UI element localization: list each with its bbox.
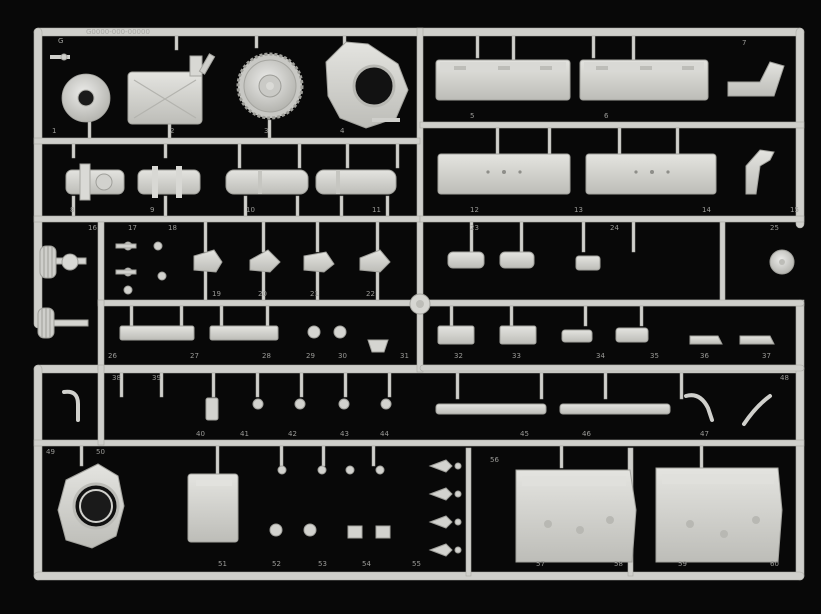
part-number-label: 16 (88, 224, 97, 232)
part-small-bottom-bits (269, 465, 391, 539)
part-cylinder-filter (137, 166, 201, 198)
part-bracket-row (193, 249, 391, 273)
part-tube-long-2 (315, 169, 397, 195)
part-cylinder-pump (65, 163, 125, 201)
sprue-code: G0000-000-00000 (86, 28, 150, 36)
part-number-label: 35 (650, 352, 659, 360)
part-number-label: 40 (196, 430, 205, 438)
part-spring-coil-1 (39, 245, 87, 279)
part-number-label: 43 (340, 430, 349, 438)
part-number-label: 58 (614, 560, 623, 568)
part-number-label: 7 (742, 39, 746, 47)
part-small-cylinders-right (447, 251, 601, 271)
part-transmission-housing-left (515, 469, 637, 563)
part-number-label: 59 (678, 560, 687, 568)
part-number-label: 10 (246, 206, 255, 214)
part-number-label: 53 (318, 560, 327, 568)
part-disc-wheel (50, 53, 111, 123)
part-number-label: 20 (258, 290, 267, 298)
part-number-label: 51 (218, 560, 227, 568)
part-number-label: 57 (536, 560, 545, 568)
part-frame-brackets (119, 325, 279, 341)
part-number-label: 30 (338, 352, 347, 360)
part-number-label: 11 (372, 206, 381, 214)
part-transmission-housing-right (655, 467, 783, 563)
part-number-label: 39 (152, 374, 161, 382)
sprue-letter: G (58, 37, 63, 45)
part-wheel-small-right (769, 249, 795, 275)
part-small-fittings (205, 397, 392, 421)
part-exhaust-pipe-right (745, 149, 775, 195)
part-number-label: 14 (702, 206, 711, 214)
part-number-label: 52 (272, 560, 281, 568)
part-track-bar (435, 403, 671, 415)
part-number-label: 22 (366, 290, 375, 298)
part-number-label: 12 (470, 206, 479, 214)
part-number-label: 3 (264, 127, 268, 135)
part-number-label: 21 (310, 290, 319, 298)
part-number-label: 4 (340, 127, 345, 135)
part-small-pins-left (115, 241, 167, 295)
part-number-label: 2 (170, 127, 174, 135)
part-engine-deck-right (579, 59, 709, 101)
part-eye-loops (428, 459, 462, 557)
part-number-label: 15 (790, 206, 799, 214)
part-number-label: 5 (470, 112, 474, 120)
part-number-label: 32 (454, 352, 463, 360)
part-number-label: 38 (112, 374, 121, 382)
part-number-label: 28 (262, 352, 271, 360)
part-armor-plate-right (585, 153, 717, 195)
part-cupola-ring (325, 41, 409, 129)
part-number-label: 36 (700, 352, 709, 360)
part-number-label: 23 (470, 224, 479, 232)
part-number-label: 19 (212, 290, 221, 298)
part-number-label: 8 (70, 206, 74, 214)
part-number-label: 47 (700, 430, 709, 438)
part-hooks-row (62, 389, 772, 426)
part-number-label: 45 (520, 430, 529, 438)
part-number-label: 26 (108, 352, 117, 360)
part-link-blocks (437, 325, 775, 345)
part-armor-plate-left (437, 153, 571, 195)
part-exhaust-elbow-top (727, 61, 785, 97)
part-number-label: 18 (168, 224, 177, 232)
part-engine-deck-left (435, 59, 571, 101)
part-round-knobs (307, 325, 389, 353)
part-number-label: 6 (604, 112, 609, 120)
part-number-label: 13 (574, 206, 583, 214)
part-number-label: 55 (412, 560, 421, 568)
part-number-label: 31 (400, 352, 409, 360)
part-box-housing (187, 473, 239, 543)
part-number-label: 41 (240, 430, 249, 438)
part-gear-wheel (236, 52, 304, 120)
part-number-label: 24 (610, 224, 619, 232)
part-number-label: 17 (128, 224, 137, 232)
part-number-label: 9 (150, 206, 154, 214)
part-number-label: 44 (380, 430, 389, 438)
part-number-label: 33 (512, 352, 521, 360)
part-number-label: 37 (762, 352, 771, 360)
part-number-label: 34 (596, 352, 605, 360)
part-fuel-tank (127, 53, 216, 125)
part-number-label: 49 (46, 448, 55, 456)
part-number-label: 60 (770, 560, 779, 568)
part-number-label: 25 (770, 224, 779, 232)
part-number-label: 27 (190, 352, 199, 360)
part-number-label: 46 (582, 430, 591, 438)
part-number-label: 42 (288, 430, 297, 438)
part-number-label: 50 (96, 448, 105, 456)
part-number-label: 1 (52, 127, 56, 135)
part-number-label: 29 (306, 352, 315, 360)
part-number-label: 54 (362, 560, 371, 568)
part-center-hub (409, 293, 431, 315)
part-turret-ring-bottom (57, 463, 125, 549)
part-number-label: 56 (490, 456, 499, 464)
part-number-label: 48 (780, 374, 789, 382)
part-tube-long-1 (225, 169, 309, 195)
part-spring-coil-2 (37, 307, 89, 339)
